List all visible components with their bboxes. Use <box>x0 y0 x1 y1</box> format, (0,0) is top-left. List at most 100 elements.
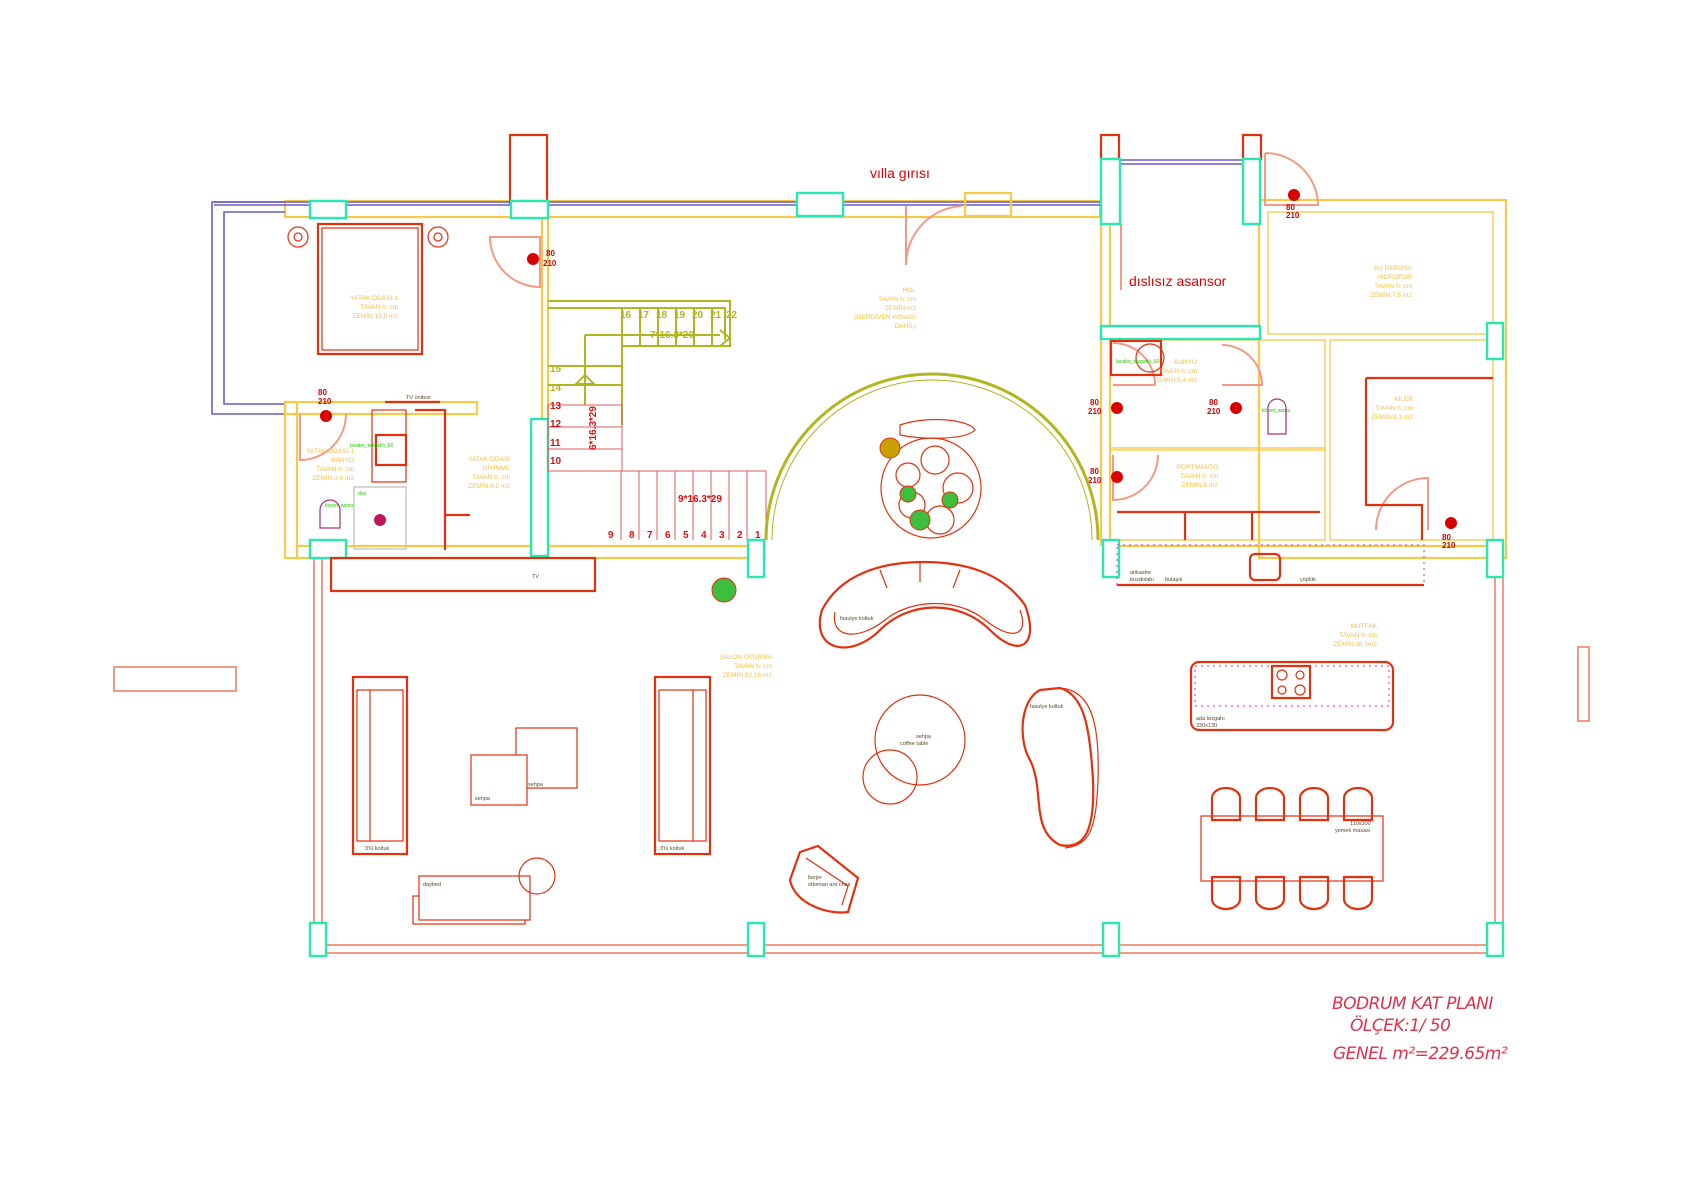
label-rooms-bedroom-1: TAVAN h: cm <box>360 304 398 311</box>
plan-rect <box>1485 921 1505 958</box>
bean-sofa: fasulye koltuk <box>1021 686 1099 849</box>
label-rooms-living-0: SALON OTURMA <box>720 654 773 661</box>
label-rooms-kitchen-1: TAVAN h: cm <box>1339 632 1377 639</box>
label-furniture-shower-0: duş <box>358 491 367 497</box>
plan-rect <box>418 875 531 921</box>
bath-vanity <box>1109 339 1163 377</box>
plan-circle <box>433 232 443 242</box>
label-stairs-steps_red-11: 12 <box>550 419 562 430</box>
pantry-shelving <box>1364 376 1493 540</box>
marker-right <box>1577 646 1590 722</box>
room-label-bedroom: YATAK ODASI-1 TAVAN h: cm ZEMİN:15,5 m2 <box>350 295 398 320</box>
plan-path <box>719 329 732 347</box>
plan-path <box>415 408 470 550</box>
plan-path <box>1210 875 1242 911</box>
label-rooms-ensuite-3: ZEMİN:3,6 m2 <box>312 473 354 482</box>
plan-rect <box>321 227 419 351</box>
marker-left <box>113 666 237 692</box>
plan-path <box>313 558 1504 954</box>
plan-path <box>573 373 597 385</box>
title-block: BODRUM KAT PLANI ÖLÇEK:1/ 50 GENEL m²=22… <box>1332 994 1508 1064</box>
plan-rect <box>795 191 845 218</box>
kitchen-island <box>1189 660 1395 732</box>
label-rooms-cloakroom-0: PORTMANTO <box>1177 464 1218 471</box>
plan-circle <box>920 445 950 475</box>
label-rooms-pantry-2: ZEMİN:8,1 m2 <box>1371 412 1413 421</box>
living-furniture: TV 3'lü koltuk 3'lü koltuk sehpa sehpa d… <box>329 418 1099 925</box>
label-rooms-dressing-2: TAVAN h: cm <box>472 474 510 481</box>
door-tag: 80 210 <box>318 388 332 422</box>
label-door_tag-0: 80 <box>546 249 555 258</box>
plan-circle <box>879 437 901 459</box>
plan-circle <box>862 749 918 805</box>
label-stairs-steps_red-3: 4 <box>701 530 707 541</box>
label-stairs-steps_red-10: 11 <box>550 438 561 449</box>
label-rooms-kitchen-2: ZEMİN:38,5m2 <box>1333 639 1377 648</box>
label-furniture-counter_1-1: buzdolabı <box>1130 577 1154 583</box>
label-door_tag-1: 210 <box>543 259 557 268</box>
label-stairs-steps_red-1: 2 <box>737 530 743 541</box>
plan-area: GENEL m²=229.65m² <box>1333 1044 1508 1064</box>
label-stairs-run2: 6*16.3*29 <box>588 406 599 450</box>
label-stairs-steps_upper-5: 19 <box>674 310 686 321</box>
tv <box>329 556 597 593</box>
plan-path <box>1342 786 1374 822</box>
label-furniture-curved_sofa: fasulye koltuk <box>840 616 874 622</box>
label-rooms-pantry-0: KİLER <box>1394 394 1413 403</box>
label-rooms-pantry-1: TAVAN h: cm <box>1375 405 1413 412</box>
label-door_tag-1: 210 <box>1286 211 1300 220</box>
label-furniture-island-1: 330x130 <box>1196 723 1217 729</box>
plan-path <box>223 211 285 405</box>
plan-rect <box>658 689 707 842</box>
label-rooms-hall-3: (MERDİVEN KOVASI <box>854 312 916 321</box>
plan-rect <box>1329 339 1494 541</box>
label-furniture-wc2: klozet_asma <box>1262 408 1290 414</box>
plan-circle <box>1294 684 1306 696</box>
label-stairs-steps_red-9: 10 <box>550 456 562 467</box>
plan-circle <box>1276 669 1288 681</box>
ensuite-door <box>299 413 347 462</box>
plan-rect <box>1267 211 1494 335</box>
elevator-label: dıslısız asansor <box>1129 273 1227 289</box>
door-tag: 80 210 <box>1207 398 1242 416</box>
pantry-door <box>1375 476 1429 531</box>
label-stairs-steps_upper-8: 22 <box>726 310 738 321</box>
sofa-right: 3'lü koltuk <box>653 675 712 856</box>
door-tag: 80 210 <box>1286 189 1300 220</box>
label-furniture-dining-0: 110x300 <box>1350 821 1371 827</box>
plan-rect <box>1101 921 1121 958</box>
plan-rect <box>1241 157 1262 226</box>
plan-rect <box>508 133 549 205</box>
plan-rect <box>308 199 348 220</box>
plan-circle <box>1111 471 1123 483</box>
label-furniture-counter_3: çöplük <box>1300 577 1316 583</box>
label-door_tag-0: 80 <box>1090 467 1099 476</box>
label-furniture-side_table_2: sehpa <box>528 782 544 788</box>
label-door_tag-0: 80 <box>1286 203 1295 212</box>
plan-path <box>548 307 726 340</box>
label-furniture-sofa_left: 3'lü koltuk <box>365 846 390 852</box>
bathroom-door-2 <box>1221 344 1264 386</box>
label-rooms-hall-1: TAVAN h: cm <box>878 296 916 303</box>
label-door_tag-0: 80 <box>1090 398 1099 407</box>
entrance-label: vılla gırısı <box>870 165 930 181</box>
plan-circle <box>942 472 974 504</box>
label-rooms-dressing-0: YATAK ODASI <box>468 456 510 463</box>
label-door_tag-1: 210 <box>1442 541 1456 550</box>
label-stairs-steps_upper-6: 20 <box>692 310 704 321</box>
plan-circle <box>1295 670 1305 680</box>
bedroom-furniture: TV ünitesi lavabo_tezgahlı_60 duş klozet… <box>287 222 470 550</box>
plan-path <box>1059 687 1099 849</box>
service-door <box>1264 152 1320 206</box>
label-furniture-bean_sofa: fasulye koltuk <box>1030 704 1064 710</box>
sofa-left: 3'lü koltuk <box>351 675 409 856</box>
label-furniture-sofa_right: 3'lü koltuk <box>660 846 685 852</box>
lower-treads <box>620 471 748 540</box>
plan-rect <box>308 921 328 958</box>
room-label-ensuite: YATAK ODASI-1 BANYO TAVAN h: cm ZEMİN:3,… <box>306 448 354 482</box>
label-rooms-ensuite-1: BANYO <box>331 457 354 464</box>
plan-rect <box>547 404 623 472</box>
label-rooms-kitchen-0: MUTFAK <box>1351 623 1378 630</box>
plan-path <box>1298 875 1330 911</box>
